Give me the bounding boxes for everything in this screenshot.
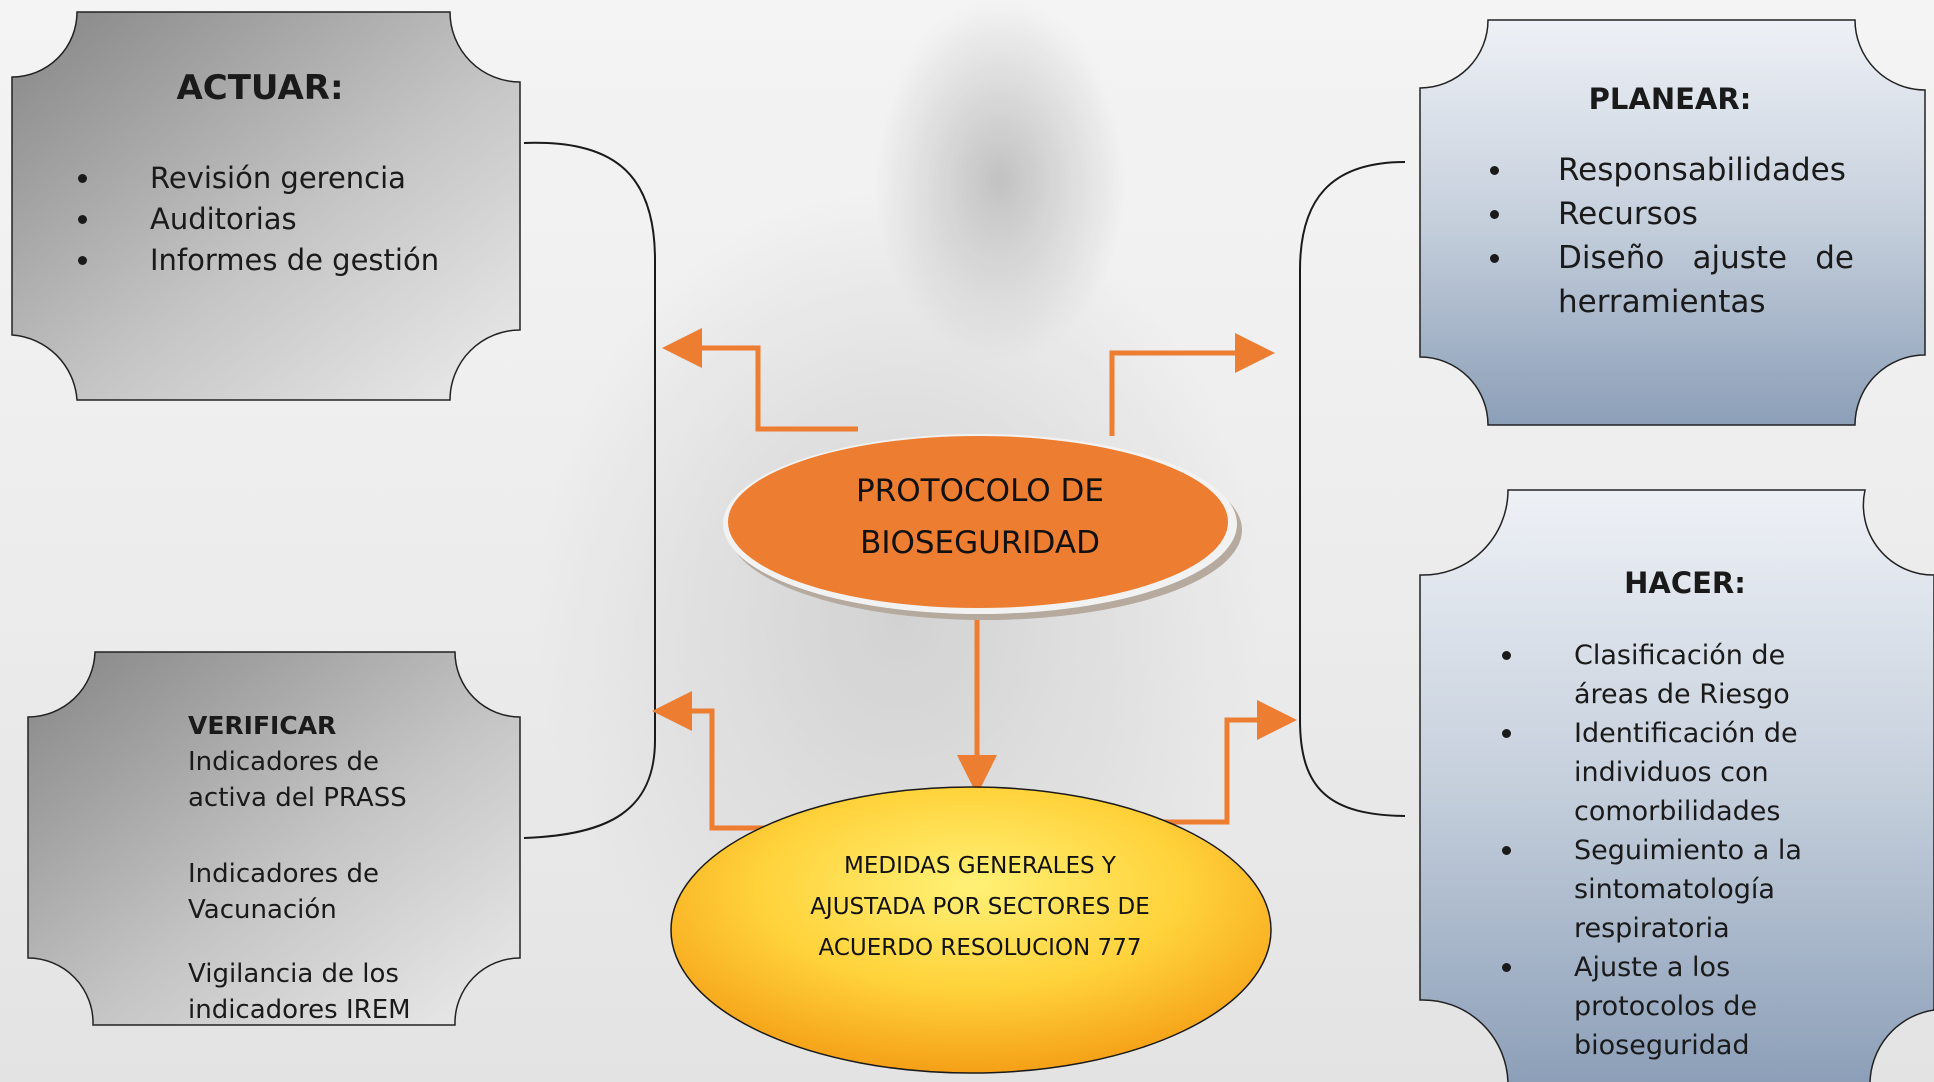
medidas-label: MEDIDAS GENERALES Y AJUSTADA POR SECTORE… (720, 846, 1240, 969)
verificar-line: Indicadores de activa del PRASS (188, 747, 407, 813)
actuar-list: Revisión gerencia Auditorias Informes de… (78, 158, 480, 281)
actuar-title: ACTUAR: (176, 68, 344, 108)
arrow-to-verificar (652, 691, 778, 831)
verificar-line: Indicadores de Vacunación (188, 859, 379, 925)
medidas-ellipse (670, 786, 1272, 1074)
actuar-box (11, 11, 521, 401)
verificar-title: VERIFICAR (188, 711, 337, 740)
medidas-line: AJUSTADA POR SECTORES DE (810, 894, 1150, 920)
list-item: Auditorias (78, 199, 480, 240)
planear-box (1419, 19, 1926, 426)
list-item: Responsabilidades (1490, 148, 1854, 192)
list-item: Diseño ajuste de herramientas (1490, 236, 1854, 324)
list-item: Recursos (1490, 192, 1854, 236)
right-bracket (1299, 161, 1406, 817)
hacer-box (1419, 489, 1934, 1082)
list-item: Seguimiento a la sintomatología respirat… (1502, 831, 1844, 948)
list-item: Revisión gerencia (78, 158, 480, 199)
list-item: Informes de gestión (78, 240, 480, 281)
protocol-ellipse (728, 436, 1228, 608)
list-item: Identificación de individuos con comorbi… (1502, 714, 1844, 831)
verificar-line: Vigilancia de los indicadores IREM (188, 959, 411, 1025)
protocol-line: PROTOCOLO DE (856, 473, 1104, 509)
protocol-label: PROTOCOLO DE BIOSEGURIDAD (760, 465, 1200, 569)
verificar-content: VERIFICAR Indicadores de activa del PRAS… (188, 708, 428, 1028)
medidas-line: ACUERDO RESOLUCION 777 (818, 935, 1142, 961)
arrow-to-planear (1109, 333, 1275, 436)
hacer-list: Clasificación de áreas de Riesgo Identif… (1502, 636, 1844, 1065)
hacer-title: HACER: (1624, 566, 1746, 600)
arrow-to-hacer (1155, 700, 1297, 825)
verificar-box (27, 651, 521, 1026)
list-item: Ajuste a los protocolos de bioseguridad (1502, 948, 1844, 1065)
arrow-to-actuar (662, 328, 858, 432)
list-item: Clasificación de áreas de Riesgo (1502, 636, 1844, 714)
medidas-line: MEDIDAS GENERALES Y (843, 853, 1116, 879)
left-bracket (523, 141, 656, 839)
planear-list: Responsabilidades Recursos Diseño ajuste… (1490, 148, 1854, 324)
protocol-line: BIOSEGURIDAD (860, 525, 1100, 561)
planear-title: PLANEAR: (1588, 82, 1752, 116)
